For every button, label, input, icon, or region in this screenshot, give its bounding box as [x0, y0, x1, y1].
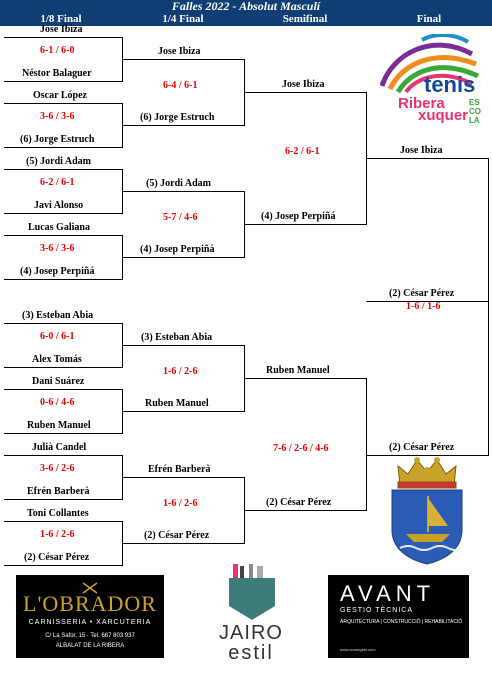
column-header-final: Final	[416, 13, 442, 25]
coat-of-arms-logo	[384, 456, 470, 566]
r16-m3-player1: (5) Jordi Adam	[26, 156, 91, 167]
avant-logo: AVANT GESTIÓ TÈCNICA ARQUITECTURA | CONS…	[328, 575, 469, 658]
obrador-sub: CARNISSERIA • XARCUTERIA	[28, 619, 152, 626]
avant-name: AVANT	[340, 581, 436, 606]
estil-word: estil	[228, 642, 274, 664]
final-player1: Jose Ibiza	[400, 145, 443, 156]
r16-m8-player1: Toni Collantes	[27, 508, 89, 519]
tenis-swoosh-icon	[379, 33, 480, 94]
r16-m1-score: 6-1 / 6-0	[40, 45, 75, 56]
sf-m1-player1: Jose Ibiza	[282, 79, 325, 90]
obrador-address: C/ La Safor, 15 · Tel. 687 803 937	[45, 633, 135, 639]
obrador-logo: L'OBRADOR CARNISSERIA • XARCUTERIA C/ La…	[16, 575, 164, 658]
qf-m4-player1: Efrén Barberà	[148, 464, 211, 475]
qf-m2-player1: (5) Jordi Adam	[146, 178, 211, 189]
avant-sub: GESTIÓ TÈCNICA	[340, 607, 413, 614]
r16-m3-score: 6-2 / 6-1	[40, 177, 75, 188]
sf-m2-score: 7-6 / 2-6 / 4-6	[273, 443, 329, 454]
r16-m7-score: 3-6 / 2-6	[40, 463, 75, 474]
r16-m4-player1: Lucas Galiana	[28, 222, 90, 233]
sf-m2-player2: (2) César Pérez	[266, 497, 332, 508]
tenis-escola: ES CO LA	[469, 98, 481, 125]
r16-m8-score: 1-6 / 2-6	[40, 529, 75, 540]
r16-m6-player1: Dani Suárez	[32, 376, 85, 387]
avant-web: www.avantgest.com	[340, 647, 376, 652]
r16-m3-player2: Javi Alonso	[34, 200, 84, 211]
r16-m7-player1: Julià Candel	[32, 442, 87, 453]
qf-m4-player2: (2) César Pérez	[144, 530, 210, 541]
pocket-icon	[229, 564, 275, 620]
r16-m4-player2: (4) Josep Perpiñá	[20, 266, 95, 277]
qf-m1-player2: (6) Jorge Estruch	[140, 112, 215, 123]
qf-m4-score: 1-6 / 2-6	[163, 498, 198, 509]
tenis-ribera-logo: tenis Ribera xuquer ES CO LA	[372, 33, 488, 138]
qf-m3-score: 1-6 / 2-6	[163, 366, 198, 377]
obrador-town: ALBALAT DE LA RIBERA	[55, 643, 125, 649]
avant-tagline: ARQUITECTURA | CONSTRUCCIÓ | REHABILITAC…	[340, 619, 463, 625]
r16-m5-score: 6-0 / 6-1	[40, 331, 75, 342]
qf-m2-player2: (4) Josep Perpiñá	[140, 244, 215, 255]
qf-m2-score: 5-7 / 4-6	[163, 212, 198, 223]
r16-m7-player2: Efrén Barberà	[27, 486, 90, 497]
tenis-xuquer: xuquer	[418, 107, 469, 124]
qf-m1-player1: Jose Ibiza	[158, 46, 201, 57]
final-winner-label: (2) César Pérez	[389, 288, 455, 299]
column-header-semifinal: Semifinal	[282, 13, 328, 25]
r16-m2-player2: (6) Jorge Estruch	[20, 134, 95, 145]
jairo-estil-logo: JAIRO estil	[191, 558, 311, 670]
header-bar	[0, 0, 492, 26]
r16-m1-player1: Jose Ibiza	[40, 24, 83, 35]
r16-m4-score: 3-6 / 3-6	[40, 243, 75, 254]
qf-m3-player2: Ruben Manuel	[145, 398, 209, 409]
knife-icon	[82, 582, 98, 594]
sf-m2-player1: Ruben Manuel	[266, 365, 330, 376]
sf-m1-score: 6-2 / 6-1	[285, 146, 320, 157]
r16-m2-player1: Oscar López	[33, 90, 87, 101]
column-header-round16: 1/8 Final	[40, 13, 82, 25]
page-title: Falles 2022 - Absolut Masculí	[171, 0, 321, 13]
sf-m1-player2: (4) Josep Perpiñá	[261, 211, 336, 222]
r16-m6-player2: Ruben Manuel	[27, 420, 91, 431]
tenis-ribera: Ribera	[398, 95, 445, 112]
coat-of-arms-icon	[391, 457, 463, 565]
final-player2: (2) César Pérez	[389, 442, 455, 453]
obrador-name: L'OBRADOR	[23, 591, 157, 616]
qf-m1-score: 6-4 / 6-1	[163, 80, 198, 91]
final-score: 1-6 / 1-6	[406, 301, 441, 312]
tenis-word: tenis	[424, 72, 476, 97]
r16-m5-player2: Alex Tomás	[32, 354, 82, 365]
r16-m6-score: 0-6 / 4-6	[40, 397, 75, 408]
r16-m8-player2: (2) César Pérez	[24, 552, 90, 563]
qf-m3-player1: (3) Esteban Abia	[141, 332, 213, 343]
r16-m2-score: 3-6 / 3-6	[40, 111, 75, 122]
r16-m5-player1: (3) Esteban Abia	[22, 310, 94, 321]
r16-m1-player2: Néstor Balaguer	[22, 68, 92, 79]
column-header-quarterfinal: 1/4 Final	[162, 13, 204, 25]
jairo-word: JAIRO	[219, 622, 283, 644]
